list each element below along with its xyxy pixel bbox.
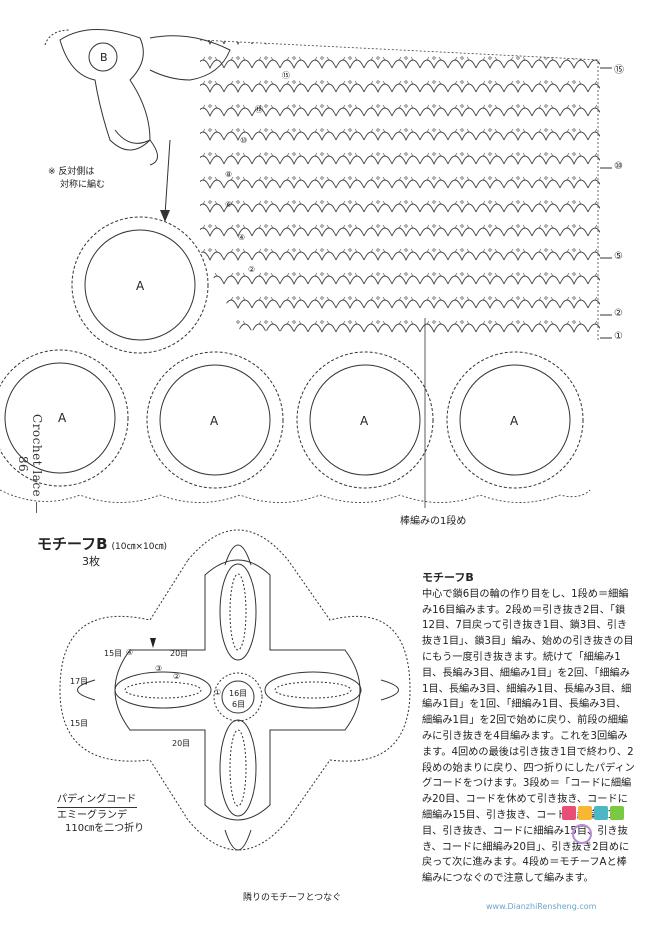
join-label: 隣りのモチーフとつなぐ: [243, 893, 342, 903]
stitch-count-15-bottom: 15目: [70, 719, 89, 728]
bottom-chain-edge: [0, 489, 591, 503]
center-count-2: 6目: [232, 700, 246, 709]
padding-cord-note: パディングコード エミーグランデ 110㎝を二つ折り: [57, 793, 144, 835]
stitch-count-20-top: 20目: [170, 649, 189, 658]
motif-a-label-4: A: [360, 414, 369, 428]
mesh-lace-area: [199, 39, 601, 340]
stitch-count-17: 17目: [70, 677, 89, 686]
motif-b-cross: [59, 529, 411, 851]
watermark-logo: [562, 806, 624, 844]
row-marker-5: ⑤: [614, 251, 623, 262]
motif-a-circles: [0, 216, 584, 489]
left-row-8: ⑧: [225, 170, 233, 179]
motif-a-label-2: A: [58, 411, 67, 425]
round-mark-2: ②: [173, 672, 181, 681]
arrow-head-icon: [160, 210, 170, 222]
row-marker-1: ①: [614, 331, 623, 342]
left-row-4: ④: [238, 233, 246, 242]
connector-arrow: [164, 139, 171, 216]
row-marker-2: ②: [614, 308, 623, 319]
motif-title: モチーフB(10㎝×10㎝): [37, 533, 167, 554]
stitch-count-20-bottom: 20目: [172, 739, 191, 748]
row-arrows: [600, 67, 612, 339]
motif-size: (10㎝×10㎝): [111, 542, 168, 552]
row-marker-10: ⑩: [614, 161, 623, 172]
motif-a-label-1: A: [136, 279, 145, 293]
motif-b-partial: [44, 29, 231, 166]
pad-note-line-2: エミーグランデ: [57, 810, 127, 821]
start-marker-icon: [150, 638, 156, 648]
note-line-1: ※ 反対側は: [48, 167, 95, 177]
motif-b-label-top: B: [100, 51, 108, 64]
first-row-label: 棒編みの1段め: [400, 516, 467, 527]
instructions-block: モチーフB 中心で鎖6目の輪の作り目をし、1段め＝細編み16目編みます。2段め＝…: [422, 570, 635, 887]
stitch-count-15-top: 15目: [104, 649, 123, 658]
left-row-12: ⑫: [255, 105, 263, 114]
left-row-2: ②: [248, 265, 256, 274]
pad-note-divider: [57, 807, 137, 808]
side-page-title: Crochet lace — 86: [16, 414, 44, 514]
motif-title-text: モチーフB: [37, 535, 108, 553]
instructions-title: モチーフB: [422, 571, 474, 584]
round-mark-3: ③: [155, 664, 163, 673]
motif-count: 3枚: [82, 555, 100, 568]
center-count-1: 16目: [229, 689, 248, 698]
motif-a-label-3: A: [210, 414, 219, 428]
round-mark-4: ④: [126, 648, 134, 657]
row-marker-15: ⑮: [614, 65, 624, 76]
instructions-body: 中心で鎖6目の輪の作り目をし、1段め＝細編み16目編みます。2段め＝引き抜き2目…: [422, 588, 635, 885]
left-row-15: ⑮: [282, 71, 290, 80]
note-line-2: 対称に編む: [60, 180, 106, 190]
pad-note-line-1: パディングコード: [57, 794, 137, 805]
left-row-6: ⑥: [225, 200, 233, 209]
left-row-10: ⑩: [240, 136, 248, 145]
round-mark-1: ①: [214, 688, 222, 697]
watermark-url: www.DianzhiRensheng.com: [486, 902, 597, 911]
motif-a-label-5: A: [510, 414, 519, 428]
pad-note-line-3: 110㎝を二つ折り: [65, 823, 145, 834]
